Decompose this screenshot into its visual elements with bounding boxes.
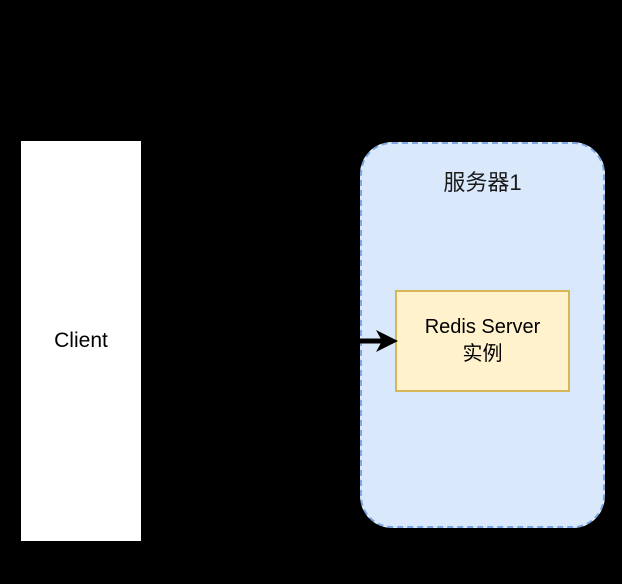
node-client[interactable]: Client (21, 141, 141, 541)
node-redis-label-line1: Redis Server (424, 316, 541, 338)
node-server-label: 服务器1 (443, 170, 522, 195)
node-redis-label-line2: 实例 (462, 343, 503, 365)
node-client-label: Client (54, 329, 108, 353)
node-redis-server[interactable]: Redis Server 实例 (395, 290, 570, 392)
